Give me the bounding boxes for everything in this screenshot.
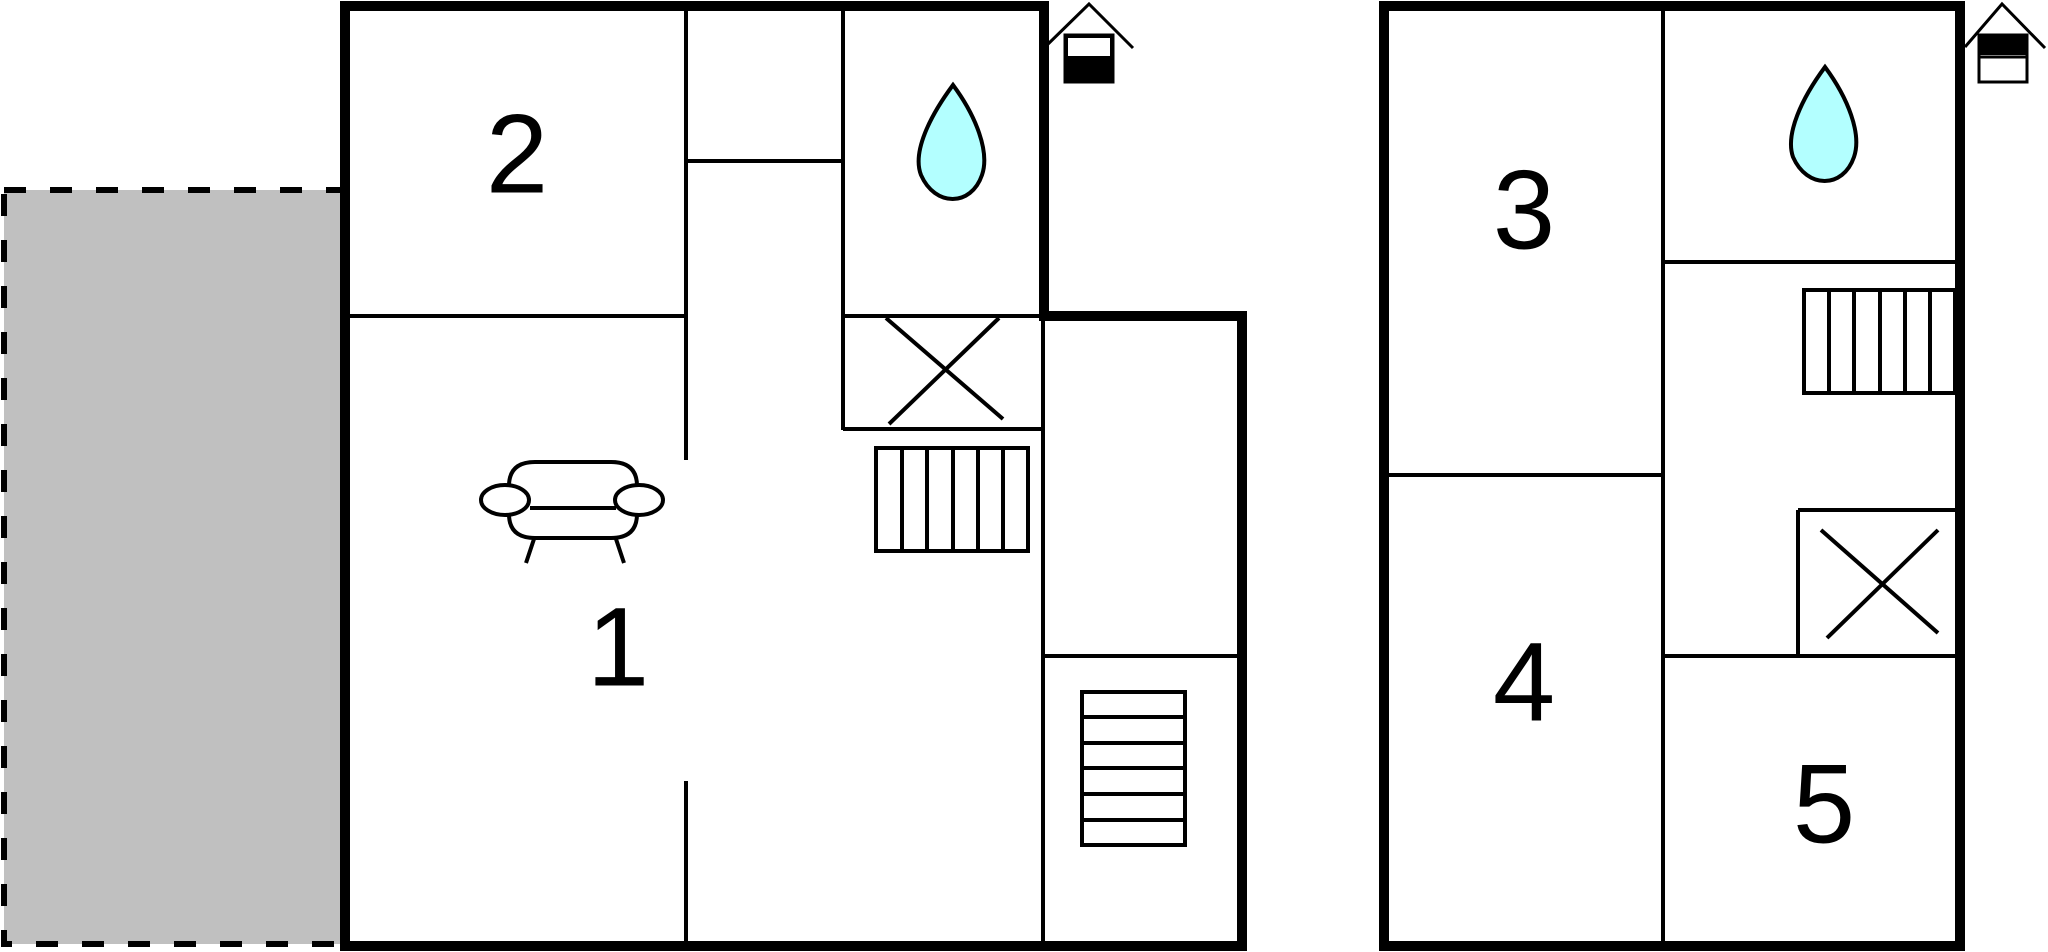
sofa-icon [479,460,665,564]
radiator-icon [1080,690,1187,847]
water-drop-icon [1789,63,1859,183]
interior-walls [1384,6,1960,946]
terrace-area [1,187,347,947]
water-drop-icon [916,81,987,201]
ground-floor [340,1,1247,951]
room-label-5: 5 [1793,742,1855,867]
interior-walls [345,6,1242,946]
room-label-1: 1 [587,585,649,710]
cross-icon [884,316,1005,426]
outer-wall [340,1,1247,951]
room-label-3: 3 [1493,148,1555,273]
house-floor-icon [1043,1,1135,84]
room-label-2: 2 [486,92,548,217]
upper-floor [1379,1,2047,951]
radiator-icon [1802,288,1957,395]
room-label-4: 4 [1493,620,1555,745]
radiator-icon [874,446,1030,553]
cross-icon [1819,528,1940,640]
house-floor-icon [1963,1,2047,84]
